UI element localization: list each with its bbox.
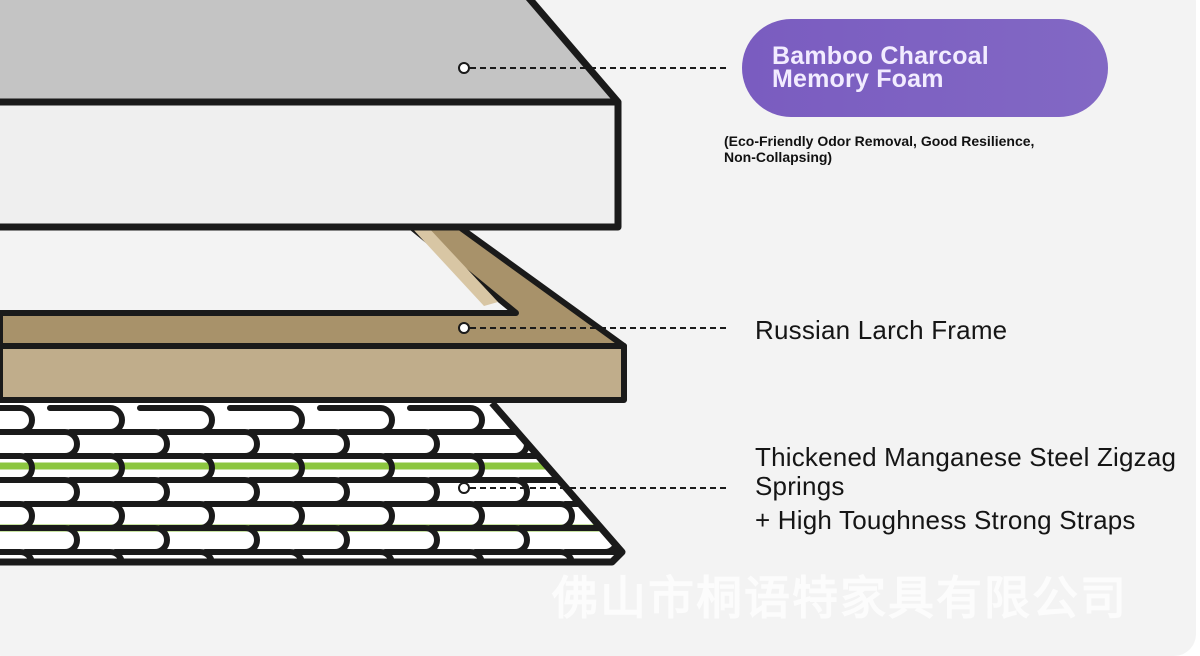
spring-coil [0,549,35,562]
spring-coil [635,480,707,504]
frame-marker-dot [458,322,470,334]
spring-coil [587,405,622,435]
spring-coil [137,549,215,562]
foam-note-line: Non-Collapsing) [724,149,833,165]
foam-note-line: (Eco-Friendly Odor Removal, Good Resilie… [724,133,1035,149]
spring-coil [317,549,395,562]
spring-coil [635,432,707,456]
springs-label-line: Thickened Manganese Steel Zigzag [755,442,1177,472]
spring-coil [542,429,620,459]
spring-coil [47,549,125,562]
spring-coil [497,549,575,562]
larch-frame [0,223,627,403]
spring-marker-dot [458,482,470,494]
spring-coil [407,549,485,562]
springs-label: Thickened Manganese Steel Zigzag Springs… [755,443,1176,535]
frame-label: Russian Larch Frame [755,315,1008,345]
company-watermark: 佛山市桐语特家具有限公司 [552,571,1128,625]
spring-layer [0,400,707,566]
foam-marker-dot [458,62,470,74]
springs-label-line: + High Toughness Strong Straps [755,505,1136,535]
foam-title-line: Memory Foam [772,65,944,93]
spring-coil [587,453,622,483]
memory-foam-layer [0,0,622,231]
foam-title-line: Bamboo Charcoal [772,42,989,70]
spring-coil [227,549,305,562]
foam-title-pill: Bamboo Charcoal Memory Foam [742,19,1108,117]
spring-coil [635,528,707,552]
foam-note: (Eco-Friendly Odor Removal, Good Resilie… [724,133,1124,165]
springs-label-line: Springs [755,471,845,501]
